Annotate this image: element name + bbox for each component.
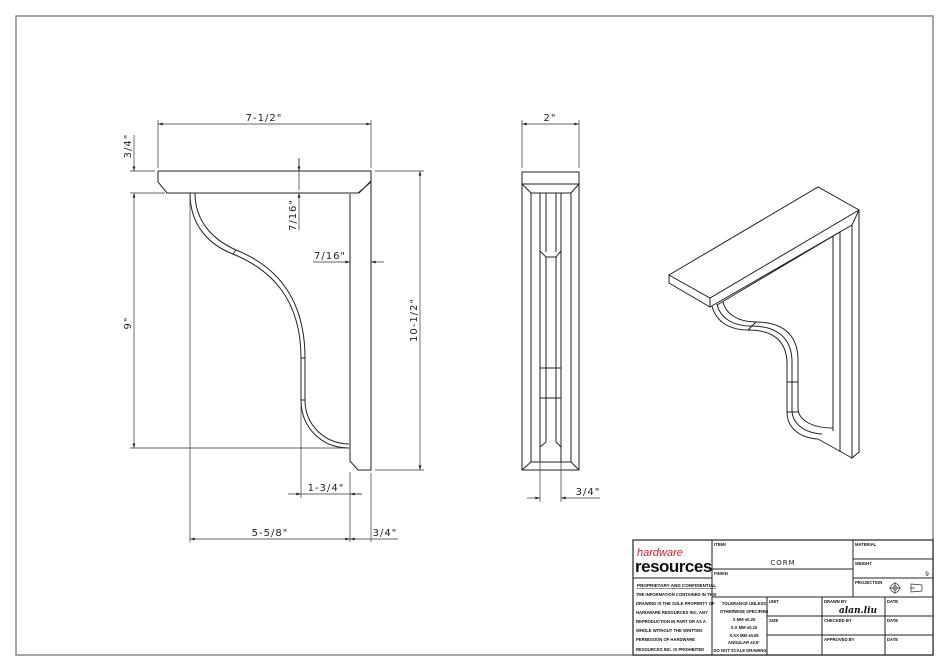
approved-by-label: APPROVED BY [824,637,855,642]
title-block-grid [633,540,933,655]
side-flutes [539,193,562,462]
material-label: MATERIAL [855,542,877,547]
iso-curve-b [716,303,823,435]
side-outline [521,171,580,471]
iso-curve-c [722,301,834,429]
weight-value: 9 [925,571,929,578]
dim-back-thickness: 3/4" [373,528,398,539]
dim-center-width: 3/4" [576,487,601,498]
isometric-view [667,186,861,460]
extension-lines [130,120,424,542]
size-label: SIZE [769,618,779,623]
dim-overall-depth: 2" [544,113,557,124]
drawn-by-label: DRAWN BY [824,599,847,604]
unit-label: UNIT [769,599,779,604]
date-label-drawn: DATE [887,599,898,604]
item-value: CORM [770,559,795,567]
top-chamfer [350,180,372,194]
side-extension-lines [521,120,580,502]
tolerance-line: ANGULAR ±0.5° [728,640,760,645]
proprietary-line: THE INFORMATION CONTAINED IN THIS [636,592,717,597]
tolerance-line: DO NOT SCALE DRAWING [713,648,766,653]
tolerance-line: X.X MM ±0.10 [731,625,758,630]
curve-seams [232,249,305,401]
curve-inner [194,192,350,445]
front-view: 7-1/2" 3/4" 9" 10-1/2" 7/16" 7/16" 1-3/4… [123,113,424,542]
dim-back-inset: 7/16" [314,251,346,262]
dim-overall-width: 7-1/2" [246,113,283,124]
proprietary-line: RESOURCES INC. IS PROHIBITED [636,647,704,652]
date-label-checked: DATE [887,618,898,623]
curve-outer [189,192,350,449]
logo-hardware: hardware [637,547,683,559]
proprietary-line: WHOLE WITHOUT THE WRITTEN [636,628,702,633]
iso-curve-a [711,305,819,440]
proprietary-line: HARDWARE RESOURCES INC. ANY [636,610,708,615]
proprietary-line: PERMISSION OF HARDWARE [636,637,695,642]
proprietary-heading: PROPRIETARY AND CONFIDENTIAL [637,583,716,588]
truncated-cone-icon [910,583,923,593]
tolerance-line: OTHERWISE SPECIFIED [720,609,769,614]
iso-back-member [716,210,860,460]
weight-label: WEIGHT [855,561,872,566]
date-label-approved: DATE [887,637,898,642]
logo-resources: resources [635,557,712,576]
dim-overall-height: 10-1/2" [409,298,420,342]
dim-foot-offset: 1-3/4" [308,483,345,494]
tolerance-line: X.XX MM ±0.05 [729,633,759,638]
finish-label: FINISH [714,571,728,576]
page-border [15,15,934,656]
dim-height-under-top: 9" [123,317,134,330]
checked-by-label: CHECKED BY [824,618,852,623]
drawn-by-signature: alan.liu [839,606,878,616]
tolerance-line: TOLERANCE UNLESS [722,601,766,606]
iso-top-plate [667,186,861,308]
side-chamfers [521,183,580,471]
proprietary-line: REPRODUCTION IN PART OR AS A [636,619,706,624]
dim-top-inset: 7/16" [288,199,299,231]
proprietary-line: DRAWING IS THE SOLE PROPERTY OF [636,601,715,606]
tolerance-line: X MM ±0.20 [733,617,756,622]
item-label: ITEM# [714,542,727,547]
projection-label: PROJECTION [855,580,882,585]
title-block: hardware resources PROPRIETARY AND CONFI… [632,539,934,656]
iso-curve-seams [747,321,798,413]
dim-curve-width: 5-5/8" [252,528,289,539]
dim-top-thickness: 3/4" [123,134,134,159]
side-view: 2" 3/4" [521,113,601,502]
third-angle-circle-icon [889,582,901,594]
